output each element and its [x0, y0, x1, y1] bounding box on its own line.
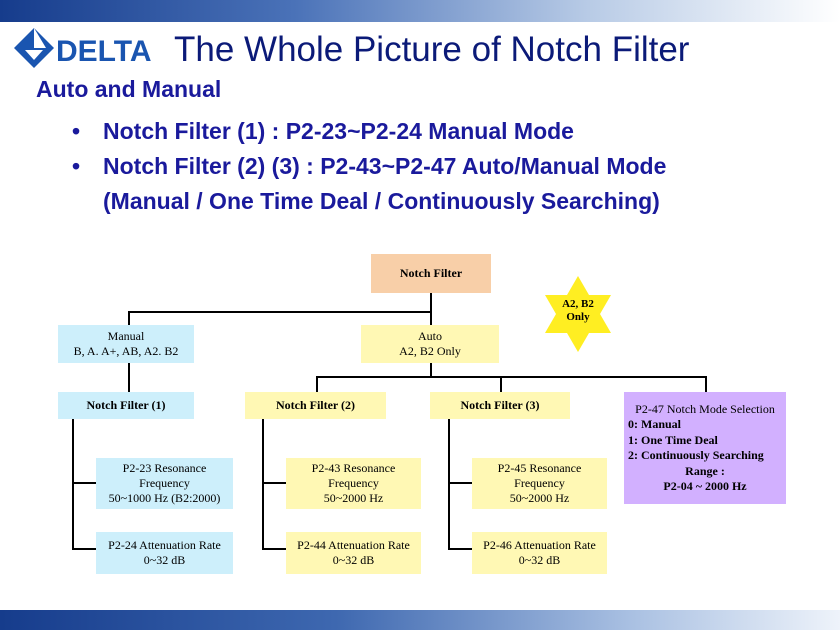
- notch-filter-3-label: Notch Filter (3): [460, 398, 540, 412]
- star-label-line: A2, B2: [562, 298, 594, 310]
- param-line: 0~32 dB: [143, 553, 186, 567]
- param-line: 0~32 dB: [518, 553, 561, 567]
- connector-line: [500, 376, 502, 392]
- param-line: P2-23 Resonance: [122, 461, 207, 475]
- manual-models: B, A. A+, AB, A2. B2: [73, 344, 179, 358]
- mode-option: 2: Continuously Searching: [628, 448, 764, 463]
- p2-46-attenuation-box: P2-46 Attenuation Rate 0~32 dB: [472, 532, 607, 574]
- p2-23-resonance-box: P2-23 Resonance Frequency 50~1000 Hz (B2…: [96, 458, 233, 509]
- param-line: P2-24 Attenuation Rate: [108, 538, 221, 552]
- star-label: A2, B2 Only: [548, 298, 608, 324]
- brand-name: DELTA: [56, 35, 152, 68]
- manual-box: Manual B, A. A+, AB, A2. B2: [58, 325, 194, 363]
- range-value: P2-04 ~ 2000 Hz: [663, 479, 747, 494]
- param-line: Frequency: [328, 476, 379, 490]
- connector-line: [430, 363, 432, 377]
- connector-line: [448, 548, 472, 550]
- notch-filter-1-label: Notch Filter (1): [86, 398, 166, 412]
- auto-title: Auto: [418, 329, 442, 343]
- param-line: 50~2000 Hz: [509, 491, 570, 505]
- connector-line: [72, 548, 96, 550]
- notch-filter-2-label: Notch Filter (2): [275, 398, 356, 412]
- connector-line: [316, 376, 318, 392]
- auto-models: A2, B2 Only: [399, 344, 461, 358]
- connector-line: [72, 419, 74, 549]
- param-line: P2-46 Attenuation Rate: [483, 538, 596, 552]
- param-line: Frequency: [514, 476, 565, 490]
- mode-option: 0: Manual: [628, 417, 682, 432]
- param-line: P2-44 Attenuation Rate: [297, 538, 410, 552]
- p2-24-attenuation-box: P2-24 Attenuation Rate 0~32 dB: [96, 532, 233, 574]
- bottom-banner: [0, 610, 840, 630]
- range-label: Range :: [685, 463, 725, 478]
- connector-line: [128, 311, 432, 313]
- bullet-text: Notch Filter (1) : P2-23~P2-24 Manual Mo…: [103, 118, 574, 144]
- delta-logo: DELTA: [14, 28, 152, 68]
- top-banner: [0, 0, 840, 22]
- p2-45-resonance-box: P2-45 Resonance Frequency 50~2000 Hz: [472, 458, 607, 509]
- p2-44-attenuation-box: P2-44 Attenuation Rate 0~32 dB: [286, 532, 421, 574]
- bullet-item-2: • Notch Filter (2) (3) : P2-43~P2-47 Aut…: [72, 149, 666, 219]
- param-line: P2-43 Resonance: [311, 461, 396, 475]
- bullet-marker: •: [72, 153, 81, 179]
- manual-title: Manual: [107, 329, 145, 343]
- mode-option: 1: One Time Deal: [628, 432, 718, 447]
- notch-mode-selection-box: P2-47 Notch Mode Selection 0: Manual 1: …: [624, 392, 786, 504]
- star-badge-icon: [545, 276, 611, 352]
- star-label-line: Only: [566, 311, 590, 323]
- connector-line: [72, 482, 96, 484]
- notch-filter-3-box: Notch Filter (3): [430, 392, 570, 419]
- param-line: Frequency: [139, 476, 190, 490]
- p2-43-resonance-box: P2-43 Resonance Frequency 50~2000 Hz: [286, 458, 421, 509]
- connector-line: [448, 419, 450, 549]
- bullet-item-1: • Notch Filter (1) : P2-23~P2-24 Manual …: [72, 114, 666, 149]
- connector-line: [262, 548, 286, 550]
- notch-filter-root: Notch Filter: [371, 254, 491, 293]
- auto-box: Auto A2, B2 Only: [361, 325, 499, 363]
- connector-line: [705, 376, 707, 392]
- page-subtitle: Auto and Manual: [36, 76, 222, 102]
- param-line: 0~32 dB: [332, 553, 375, 567]
- notch-filter-2-box: Notch Filter (2): [245, 392, 386, 419]
- connector-line: [262, 419, 264, 549]
- param-line: 50~1000 Hz (B2:2000): [108, 491, 221, 505]
- connector-line: [128, 363, 130, 392]
- connector-line: [448, 482, 472, 484]
- root-label: Notch Filter: [399, 266, 463, 280]
- bullet-list: • Notch Filter (1) : P2-23~P2-24 Manual …: [72, 114, 666, 219]
- param-line: 50~2000 Hz: [323, 491, 384, 505]
- param-line: P2-45 Resonance: [497, 461, 582, 475]
- mode-selection-title: P2-47 Notch Mode Selection: [635, 402, 775, 416]
- connector-line: [262, 482, 286, 484]
- connector-line: [430, 293, 432, 325]
- page-title: The Whole Picture of Notch Filter: [174, 30, 690, 69]
- bullet-text: Notch Filter (2) (3) : P2-43~P2-47 Auto/…: [103, 153, 667, 179]
- bullet-continuation: (Manual / One Time Deal / Continuously S…: [103, 188, 660, 214]
- connector-line: [128, 311, 130, 325]
- notch-filter-1-box: Notch Filter (1): [58, 392, 194, 419]
- connector-line: [316, 376, 707, 378]
- bullet-marker: •: [72, 118, 81, 144]
